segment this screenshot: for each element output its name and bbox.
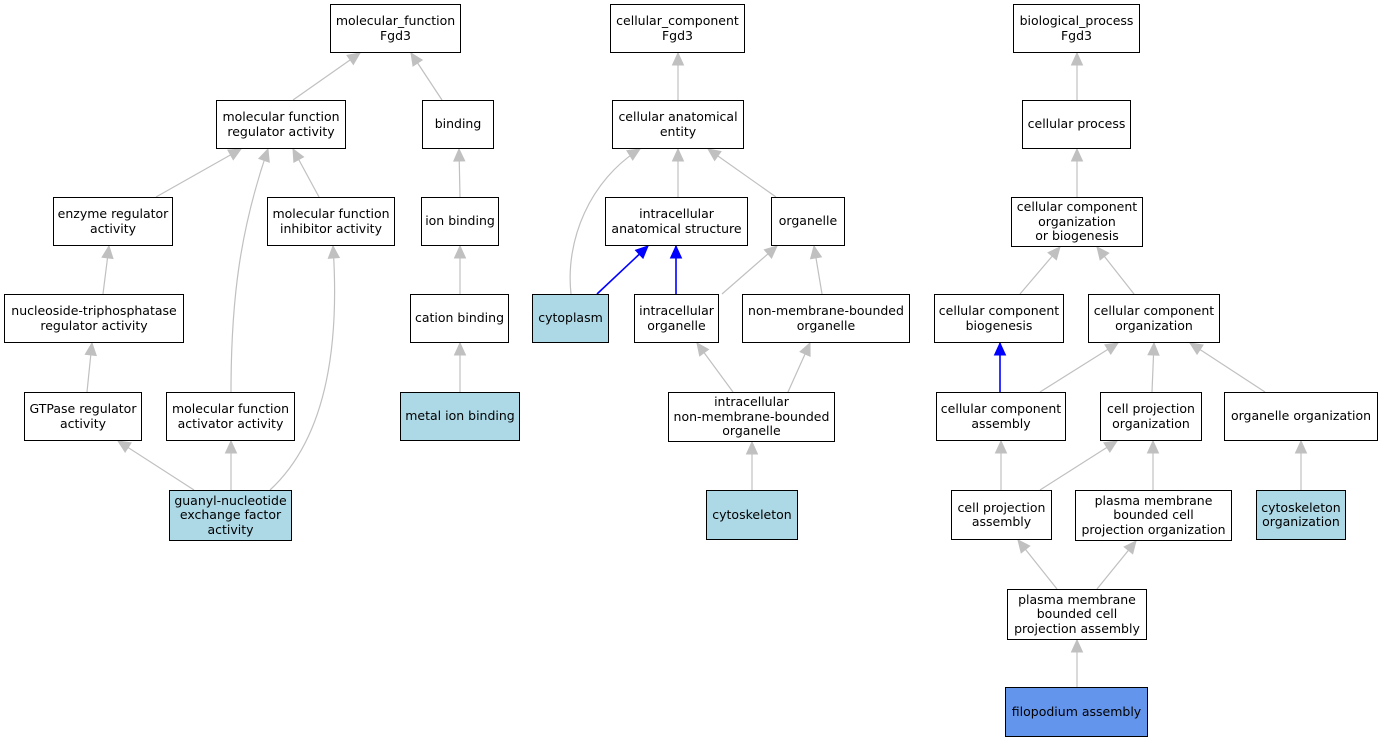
edge-arrowhead <box>410 51 424 67</box>
node-organelle[interactable]: organelle <box>771 197 845 246</box>
edge-arrowhead <box>671 51 685 66</box>
edge-arrowhead <box>707 148 722 162</box>
edge-line <box>117 440 195 491</box>
node-binding[interactable]: binding <box>422 100 494 149</box>
edge-arrowhead <box>1070 147 1084 162</box>
node-enzyme-regulator[interactable]: enzyme regulator activity <box>53 197 173 246</box>
edge-line <box>707 148 777 198</box>
edge-arrowhead <box>327 244 341 259</box>
node-mf-regulator[interactable]: molecular function regulator activity <box>216 100 346 149</box>
node-cellular-process[interactable]: cellular process <box>1022 100 1131 149</box>
node-intracellular-non-membrane-bounded-organelle[interactable]: intracellular non-membrane-bounded organ… <box>668 392 835 442</box>
edge-line <box>269 245 336 491</box>
edge-line <box>1039 440 1118 491</box>
node-bp-root[interactable]: biological_process Fgd3 <box>1013 4 1140 53</box>
edge-arrowhead <box>994 439 1008 454</box>
edge-line <box>1189 342 1266 393</box>
node-mf-inhibitor[interactable]: molecular function inhibitor activity <box>267 197 395 246</box>
edge-arrowhead <box>453 244 467 259</box>
edge-arrowhead <box>84 341 97 357</box>
edge-arrowhead <box>1070 51 1084 66</box>
node-ion-binding[interactable]: ion binding <box>421 197 499 246</box>
node-cc-organization-or-biogenesis[interactable]: cellular component organization or bioge… <box>1011 197 1143 247</box>
edge-line <box>230 148 269 393</box>
node-gef-activity[interactable]: guanyl-nucleotide exchange factor activi… <box>169 490 292 541</box>
node-pm-bounded-cell-projection-assembly[interactable]: plasma membrane bounded cell projection … <box>1007 589 1147 640</box>
node-cytoskeleton-organization[interactable]: cytoskeleton organization <box>1256 490 1346 540</box>
node-organelle-organization[interactable]: organelle organization <box>1224 392 1378 441</box>
edge-arrowhead <box>669 244 683 259</box>
edge-arrowhead <box>453 341 467 356</box>
edge-arrowhead <box>227 148 243 161</box>
edge-line <box>292 52 361 101</box>
edge-arrowhead <box>1096 246 1110 261</box>
edge-arrowhead <box>452 147 466 162</box>
edge-arrowhead <box>626 148 642 161</box>
node-filopodium-assembly[interactable]: filopodium assembly <box>1005 687 1148 737</box>
node-cc-root[interactable]: cellular_component Fgd3 <box>610 4 745 53</box>
edge-arrowhead <box>101 244 114 260</box>
node-non-membrane-bounded-organelle[interactable]: non-membrane-bounded organelle <box>742 294 910 343</box>
edge-arrowhead <box>292 147 305 163</box>
node-metal-ion-binding[interactable]: metal ion binding <box>400 392 520 441</box>
edge-arrowhead <box>224 439 238 454</box>
node-cytoskeleton[interactable]: cytoskeleton <box>706 490 798 540</box>
edge-arrowhead <box>696 342 710 357</box>
edge-arrowhead <box>1047 246 1061 261</box>
node-mf-activator[interactable]: molecular function activator activity <box>166 392 295 441</box>
node-intracellular-anatomical-structure[interactable]: intracellular anatomical structure <box>605 197 748 246</box>
node-mf-root[interactable]: molecular_function Fgd3 <box>330 4 461 53</box>
edge-arrowhead <box>809 244 823 260</box>
edge-arrowhead <box>763 245 778 259</box>
edge-arrowhead <box>257 147 270 163</box>
node-cell-projection-assembly[interactable]: cell projection assembly <box>951 490 1052 540</box>
edge-arrowhead <box>634 245 649 260</box>
node-cation-binding[interactable]: cation binding <box>410 294 509 343</box>
node-cell-projection-organization[interactable]: cell projection organization <box>1100 392 1202 441</box>
node-cellular-anatomical-entity[interactable]: cellular anatomical entity <box>612 100 744 149</box>
edge-arrowhead <box>116 440 132 454</box>
node-ntpase-regulator[interactable]: nucleoside-triphosphatase regulator acti… <box>4 294 184 343</box>
node-cc-organization[interactable]: cellular component organization <box>1088 294 1220 343</box>
edge-arrowhead <box>799 341 811 357</box>
edge-line <box>155 148 242 198</box>
edge-arrowhead <box>1188 342 1204 356</box>
node-intracellular-organelle[interactable]: intracellular organelle <box>634 294 719 343</box>
edge-arrowhead <box>993 341 1007 356</box>
edge-arrowhead <box>1017 539 1031 554</box>
node-cc-assembly[interactable]: cellular component assembly <box>936 392 1066 441</box>
edge-arrowhead <box>1146 439 1160 454</box>
node-pm-bounded-cell-projection-organization[interactable]: plasma membrane bounded cell projection … <box>1075 490 1232 541</box>
edge-arrowhead <box>1070 638 1084 653</box>
edge-line <box>569 148 641 295</box>
edge-arrowhead <box>1103 440 1119 454</box>
edge-arrowhead <box>1123 540 1137 555</box>
edge-arrowhead <box>745 440 759 455</box>
node-cc-biogenesis[interactable]: cellular component biogenesis <box>934 294 1064 343</box>
edge-line <box>1039 342 1119 393</box>
node-gtpase-regulator[interactable]: GTPase regulator activity <box>24 392 142 441</box>
edge-arrowhead <box>1294 439 1308 454</box>
edge-arrowhead <box>671 147 685 162</box>
edge-arrowhead <box>346 52 361 66</box>
edge-arrowhead <box>1104 342 1120 355</box>
node-cytoplasm[interactable]: cytoplasm <box>532 294 609 343</box>
edge-arrowhead <box>1147 341 1160 356</box>
